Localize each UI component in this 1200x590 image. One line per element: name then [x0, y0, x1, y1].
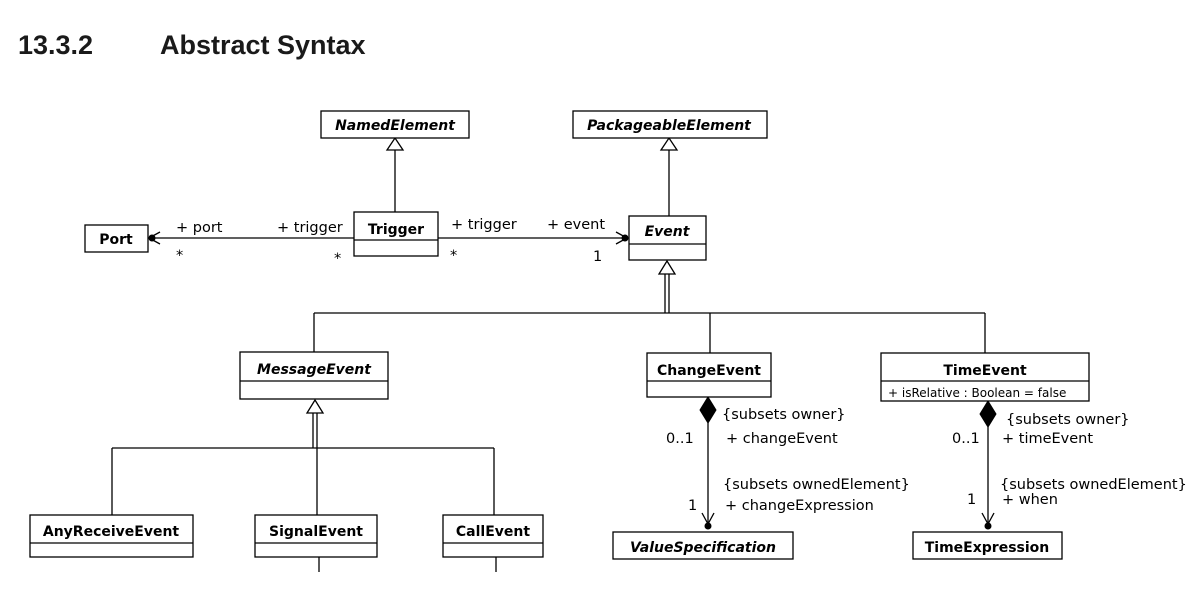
event-multiplicity: 1: [593, 249, 602, 265]
packageable-element-name: PackageableElement: [587, 118, 752, 134]
value-specification-name: ValueSpecification: [630, 540, 776, 556]
event-role-label: + event: [547, 217, 605, 233]
class-trigger: Trigger: [353, 211, 439, 257]
change-expression-role-label: + changeExpression: [725, 498, 874, 514]
change-event-name: ChangeEvent: [657, 363, 761, 379]
trigger-name: Trigger: [368, 222, 424, 238]
trigger-multiplicity-left: *: [334, 251, 341, 267]
event-generalization-arrow: [659, 136, 679, 151]
class-packageable-element: PackageableElement: [572, 110, 768, 139]
section-number: 13.3.2: [18, 30, 93, 60]
time-event-owner-multiplicity: 0..1: [952, 431, 980, 447]
event-navigability-arrow: [615, 231, 629, 245]
message-event-name: MessageEvent: [257, 362, 372, 378]
port-name: Port: [99, 232, 133, 248]
change-event-role-label: + changeEvent: [726, 431, 838, 447]
change-expression-constraint: {subsets ownedElement}: [723, 477, 910, 493]
class-any-receive-event: AnyReceiveEvent: [29, 514, 194, 558]
event-name: Event: [645, 224, 691, 240]
class-value-specification: ValueSpecification: [612, 531, 794, 560]
class-signal-event: SignalEvent: [254, 514, 378, 558]
trigger-role-label-right: + trigger: [451, 217, 517, 233]
class-event: Event: [628, 215, 707, 261]
port-role-label: + port: [176, 220, 223, 236]
class-call-event: CallEvent: [442, 514, 544, 558]
when-constraint: {subsets ownedElement}: [1000, 477, 1187, 493]
class-time-event: TimeEvent + isRelative : Boolean = false: [880, 352, 1090, 402]
when-end-dot: [984, 522, 992, 530]
when-role-label: + when: [1002, 492, 1058, 508]
change-event-owner-constraint: {subsets owner}: [722, 407, 846, 423]
change-event-owner-multiplicity: 0..1: [666, 431, 694, 447]
change-expression-end-dot: [704, 522, 712, 530]
named-element-name: NamedElement: [335, 118, 456, 134]
class-message-event: MessageEvent: [239, 351, 389, 400]
trigger-generalization-arrow: [385, 136, 405, 151]
event-subclass-generalization-arrow: [657, 259, 677, 275]
class-port: Port: [84, 224, 149, 253]
time-event-composition-diamond: [979, 400, 997, 428]
port-end-dot: [148, 234, 156, 242]
time-event-role-label: + timeEvent: [1002, 431, 1093, 447]
call-event-name: CallEvent: [456, 524, 530, 540]
port-multiplicity: *: [176, 248, 183, 264]
change-event-composition-diamond: [699, 396, 717, 424]
time-event-owner-constraint: {subsets owner}: [1006, 412, 1130, 428]
any-receive-event-name: AnyReceiveEvent: [43, 524, 180, 540]
trigger-role-label-left: + trigger: [277, 220, 343, 236]
time-expression-name: TimeExpression: [925, 540, 1050, 556]
section-title: Abstract Syntax: [160, 30, 366, 60]
trigger-multiplicity-right: *: [450, 248, 457, 264]
class-time-expression: TimeExpression: [912, 531, 1063, 560]
signal-event-name: SignalEvent: [269, 524, 363, 540]
time-event-name: TimeEvent: [943, 363, 1027, 379]
class-change-event: ChangeEvent: [646, 352, 772, 398]
when-multiplicity: 1: [967, 492, 976, 508]
port-navigability-arrow: [147, 231, 161, 245]
change-expression-multiplicity: 1: [688, 498, 697, 514]
message-event-generalization-arrow: [305, 398, 325, 414]
time-event-attribute: + isRelative : Boolean = false: [888, 386, 1066, 400]
class-named-element: NamedElement: [320, 110, 470, 139]
